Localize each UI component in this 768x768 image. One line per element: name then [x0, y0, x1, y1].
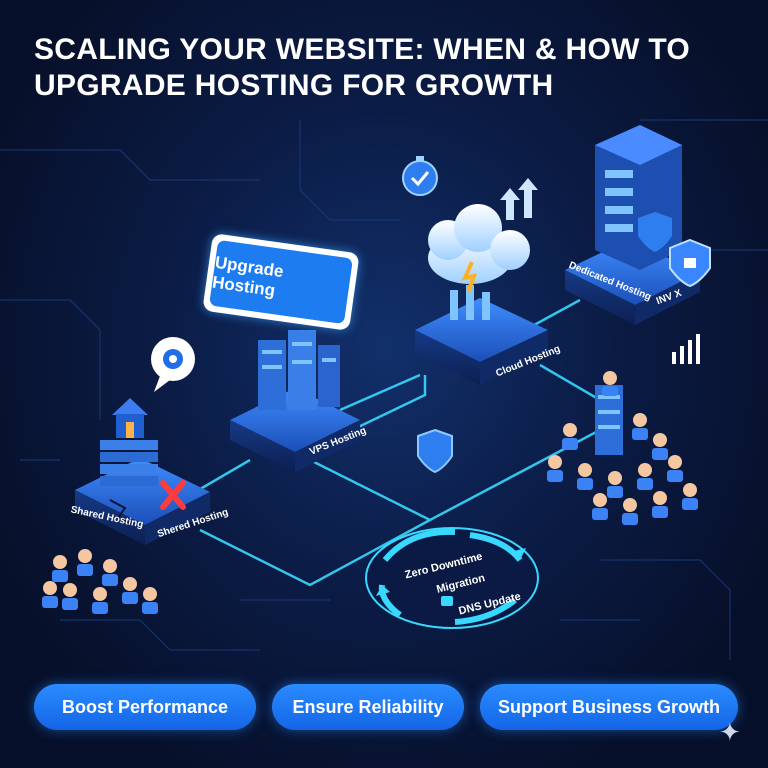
ensure-reliability-label: Ensure Reliability — [292, 696, 444, 717]
page-title: SCALING YOUR WEBSITE: WHEN & HOW TO UPGR… — [34, 33, 691, 102]
users-crowd-left — [42, 549, 158, 614]
boost-performance-button: Boost Performance — [34, 684, 256, 730]
shield-icon — [638, 212, 672, 252]
ensure-reliability-button: Ensure Reliability — [272, 684, 464, 730]
cloud-hosting-platform — [415, 285, 548, 385]
security-shield-icon — [417, 428, 453, 474]
bar-chart-icon — [672, 334, 700, 364]
circuit-traces — [0, 119, 768, 660]
upgrade-hosting-label: Upgrade Hosting — [209, 239, 353, 325]
support-business-growth-button: Support Business Growth — [480, 684, 738, 730]
support-business-growth-label: Support Business Growth — [497, 696, 720, 717]
server-with-users-right — [595, 385, 623, 455]
growth-arrows-icon — [500, 178, 538, 220]
error-x-icon — [160, 480, 186, 510]
sparkle-icon: ✦ — [719, 717, 741, 747]
boost-performance-label: Boost Performance — [61, 696, 229, 717]
shield-lock-icon — [669, 238, 711, 288]
cloud-icon — [428, 204, 530, 293]
shared-hosting-platform — [75, 398, 210, 545]
stopwatch-icon — [402, 156, 438, 196]
gear-bubble-icon — [151, 337, 195, 392]
migration-cycle — [365, 527, 539, 629]
users-crowd-right — [547, 371, 698, 525]
vps-hosting-platform — [230, 330, 360, 472]
